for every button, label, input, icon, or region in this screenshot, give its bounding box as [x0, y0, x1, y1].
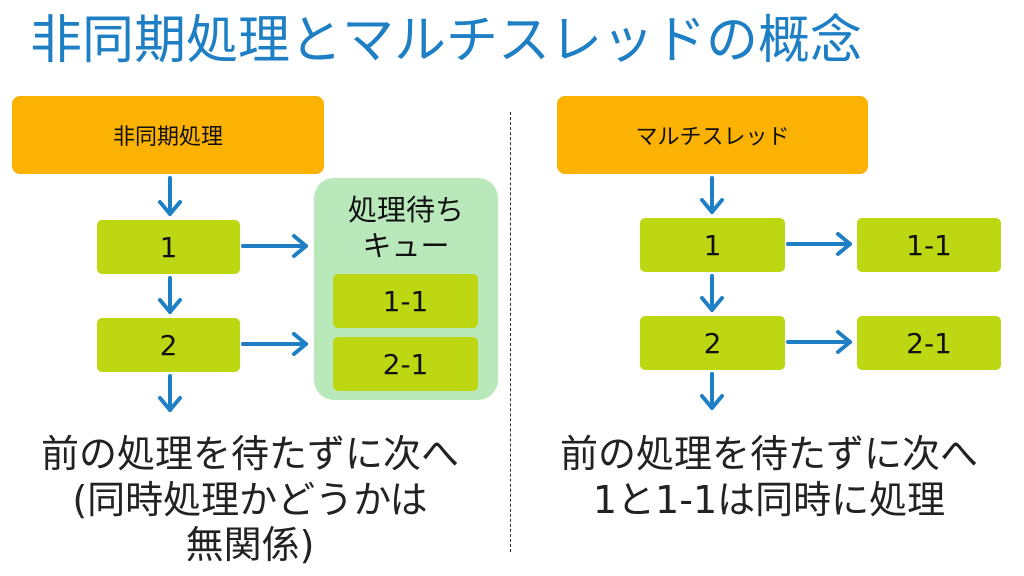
- arrow-down-icon: [700, 274, 724, 312]
- queue-item-1-label: 1-1: [382, 284, 429, 318]
- arrow-right-icon: [241, 332, 308, 356]
- slide-title: 非同期処理とマルチスレッドの概念: [30, 11, 863, 71]
- thread-step-2-label: 2: [703, 326, 722, 360]
- thread-step-1-box: 1: [640, 218, 785, 272]
- waiting-queue-title-line2: キュー: [362, 229, 450, 264]
- arrow-right-icon: [786, 330, 852, 354]
- multithread-caption-line2: 1と1-1は同時に処理: [592, 477, 946, 522]
- thread-sub-2-label: 2-1: [906, 326, 952, 360]
- multithread-caption-line1: 前の処理を待たずに次へ: [559, 432, 978, 476]
- async-caption-line2: (同時処理かどうかは: [72, 477, 428, 522]
- async-step-1-box: 1: [97, 220, 240, 274]
- arrow-down-icon: [700, 372, 724, 410]
- async-caption: 前の処理を待たずに次へ (同時処理かどうかは 無関係): [0, 432, 500, 569]
- async-step-1-label: 1: [159, 230, 178, 264]
- async-header-box: 非同期処理: [12, 96, 324, 174]
- multithread-header-label: マルチスレッド: [635, 125, 790, 150]
- async-step-2-box: 2: [97, 318, 240, 372]
- multithread-caption: 前の処理を待たずに次へ 1と1-1は同時に処理: [514, 432, 1024, 523]
- arrow-down-icon: [700, 176, 724, 214]
- async-header-label: 非同期処理: [112, 125, 223, 150]
- waiting-queue-title: 処理待ち キュー: [314, 192, 498, 265]
- queue-item-2-label: 2-1: [382, 347, 429, 381]
- thread-step-2-box: 2: [640, 316, 785, 370]
- arrow-down-icon: [158, 374, 182, 412]
- queue-item-1-box: 1-1: [333, 274, 478, 328]
- queue-item-2-box: 2-1: [333, 337, 478, 391]
- waiting-queue-title-line1: 処理待ち: [347, 193, 464, 227]
- arrow-right-icon: [786, 232, 852, 256]
- thread-sub-1-label: 1-1: [906, 228, 952, 262]
- arrow-down-icon: [158, 176, 182, 216]
- thread-step-1-label: 1: [703, 228, 722, 262]
- async-caption-line3: 無関係): [185, 523, 315, 568]
- async-caption-line1: 前の処理を待たずに次へ: [40, 432, 459, 476]
- thread-sub-1-box: 1-1: [857, 218, 1001, 272]
- column-divider: [510, 112, 511, 552]
- multithread-header-box: マルチスレッド: [557, 96, 868, 174]
- arrow-down-icon: [158, 276, 182, 314]
- thread-sub-2-box: 2-1: [857, 316, 1001, 370]
- arrow-right-icon: [241, 234, 308, 258]
- async-step-2-label: 2: [159, 328, 178, 362]
